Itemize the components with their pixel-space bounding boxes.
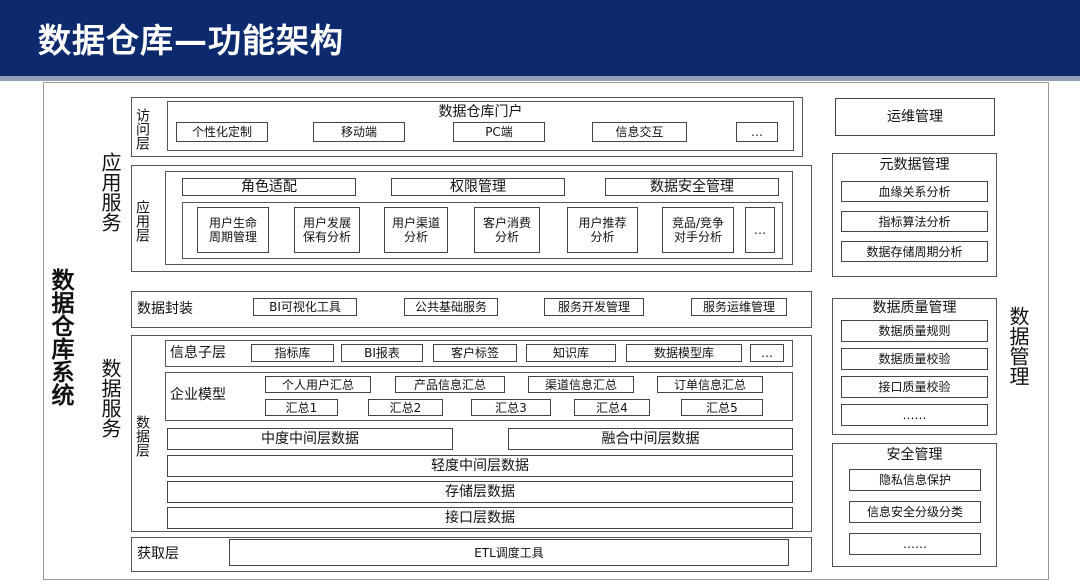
quality-item: 接口质量校验: [841, 376, 988, 398]
quality-item-more: ……: [841, 404, 988, 426]
packaging-item: 公共基础服务: [404, 298, 498, 316]
metadata-item: 指标算法分析: [841, 211, 988, 232]
info-item: 客户标签: [433, 344, 517, 362]
system-label: 数据仓库系统: [47, 268, 73, 406]
packaging-label: 数据封装: [137, 301, 193, 317]
info-item: 指标库: [251, 344, 334, 362]
access-item: 移动端: [313, 122, 405, 142]
packaging-item: 服务运维管理: [691, 298, 787, 316]
analysis-cell: 用户渠道 分析: [384, 207, 448, 253]
metadata-item: 血缘关系分析: [841, 181, 988, 202]
title-bar-stripe: [0, 76, 1080, 81]
mid-layer-right: 融合中间层数据: [508, 428, 793, 450]
light-mid-layer: 轻度中间层数据: [167, 455, 793, 477]
data-services-label: 数据服务: [98, 358, 122, 438]
access-item: 个性化定制: [176, 122, 268, 142]
summary-item: 渠道信息汇总: [528, 376, 634, 393]
info-item: 数据模型库: [626, 344, 742, 362]
permission-cell: 权限管理: [391, 178, 565, 196]
quality-title: 数据质量管理: [872, 300, 957, 316]
page-title: 数据仓库—功能架构: [38, 21, 344, 60]
summary-item: 产品信息汇总: [395, 376, 505, 393]
summary-item: 汇总4: [574, 399, 650, 416]
analysis-cell: 用户生命 周期管理: [197, 207, 269, 253]
data-management-label: 数据管理: [1006, 306, 1030, 386]
ops-management: 运维管理: [835, 98, 995, 136]
quality-item: 数据质量规则: [841, 320, 988, 342]
security-item: 隐私信息保护: [849, 469, 981, 491]
summary-item: 个人用户汇总: [265, 376, 371, 393]
summary-item: 汇总1: [265, 399, 338, 416]
packaging-item: BI可视化工具: [253, 298, 357, 316]
info-sublayer-label: 信息子层: [170, 345, 226, 361]
app-services-label: 应用服务: [98, 152, 122, 232]
data-security-cell: 数据安全管理: [605, 178, 779, 196]
analysis-cell: 客户消费 分析: [474, 207, 540, 253]
analysis-cell: 竞品/竞争 对手分析: [662, 207, 734, 253]
data-layer-label: 数据层: [134, 415, 150, 457]
enterprise-model-label: 企业模型: [170, 387, 226, 403]
metadata-item: 数据存储周期分析: [841, 241, 988, 262]
portal-title: 数据仓库门户: [438, 104, 523, 120]
summary-item: 订单信息汇总: [657, 376, 763, 393]
storage-layer: 存储层数据: [167, 481, 793, 503]
summary-item: 汇总2: [368, 399, 443, 416]
analysis-cell: 用户发展 保有分析: [294, 207, 360, 253]
summary-item: 汇总5: [681, 399, 763, 416]
quality-item: 数据质量校验: [841, 348, 988, 370]
metadata-title: 元数据管理: [879, 157, 950, 173]
summary-item: 汇总3: [471, 399, 551, 416]
info-item: BI报表: [341, 344, 423, 362]
security-item: 信息安全分级分类: [849, 501, 981, 523]
application-layer-label: 应用层: [134, 200, 150, 242]
mid-layer-left: 中度中间层数据: [167, 428, 453, 450]
info-item-more: …: [750, 344, 784, 362]
interface-layer: 接口层数据: [167, 507, 793, 529]
etl-tool: ETL调度工具: [229, 539, 789, 566]
info-item: 知识库: [526, 344, 616, 362]
access-item: 信息交互: [592, 122, 687, 142]
security-title: 安全管理: [886, 447, 943, 463]
analysis-cell-more: …: [745, 207, 775, 253]
access-item-more: …: [736, 122, 778, 142]
packaging-item: 服务开发管理: [544, 298, 644, 316]
title-bar: 数据仓库—功能架构: [0, 0, 1080, 76]
role-adapt-cell: 角色适配: [182, 178, 356, 196]
security-item-more: ……: [849, 533, 981, 555]
analysis-cell: 用户推荐 分析: [567, 207, 638, 253]
acquisition-label: 获取层: [137, 546, 179, 562]
access-item: PC端: [453, 122, 545, 142]
access-layer-label: 访问层: [134, 108, 150, 150]
